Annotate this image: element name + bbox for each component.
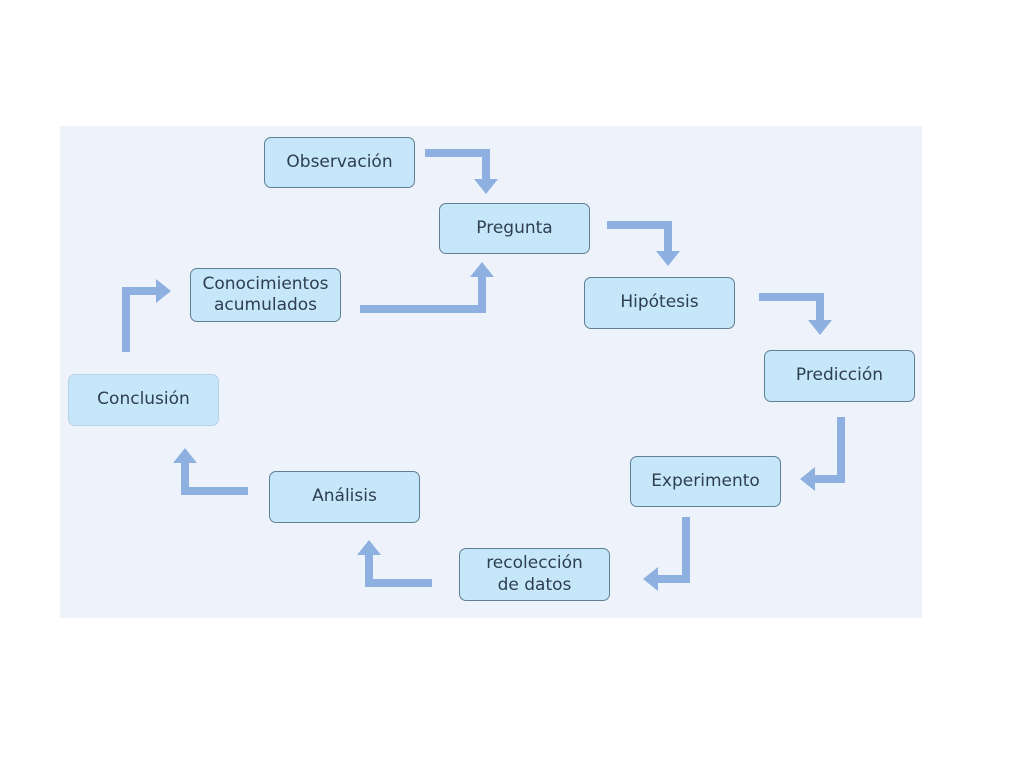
node-prediccion: Predicción xyxy=(764,350,915,402)
node-conocimientos: Conocimientos acumulados xyxy=(190,268,341,322)
node-pregunta: Pregunta xyxy=(439,203,590,254)
node-observacion: Observación xyxy=(264,137,415,188)
node-hipotesis: Hipótesis xyxy=(584,277,735,329)
node-analisis: Análisis xyxy=(269,471,420,523)
node-recoleccion: recolección de datos xyxy=(459,548,610,601)
node-experimento: Experimento xyxy=(630,456,781,507)
node-conclusion: Conclusión xyxy=(68,374,219,426)
